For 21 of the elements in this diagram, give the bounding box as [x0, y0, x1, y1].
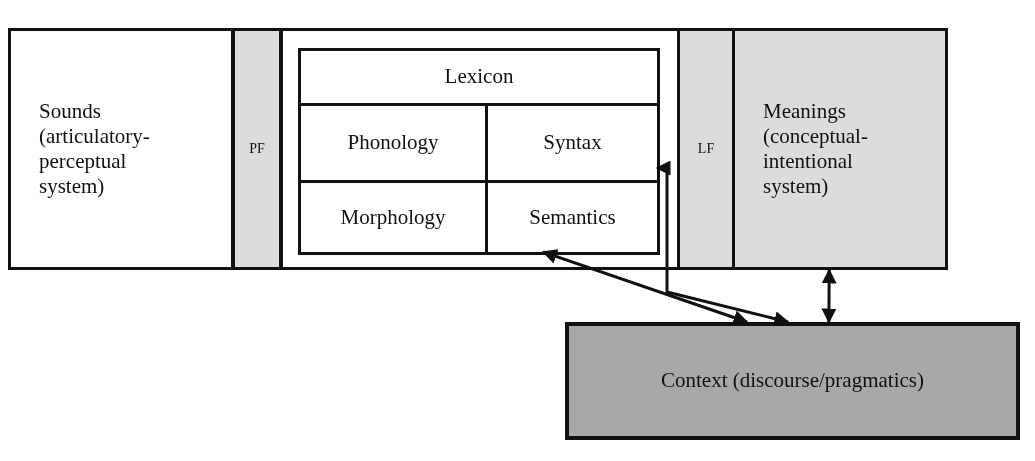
lf-band: [677, 28, 735, 270]
lexicon-cell: [298, 48, 660, 106]
node-label: Lexicon: [444, 64, 514, 90]
node-label: Meanings (conceptual-intentional system): [763, 98, 869, 200]
semantics-cell: [485, 180, 660, 255]
node-label: Sounds (articulatory-perceptual system): [39, 98, 151, 200]
grammar-panel: [280, 28, 680, 270]
double-arrow: [821, 268, 837, 324]
double-arrow: [541, 249, 749, 325]
node-label: Syntax: [543, 130, 602, 156]
interface-label: PF: [249, 140, 265, 158]
node-label: Semantics: [529, 204, 616, 231]
context-box: [565, 322, 1020, 440]
node-label: Phonology: [347, 130, 439, 156]
node-label: Context (discourse/pragmatics): [661, 368, 924, 394]
interface-label: LF: [697, 140, 715, 158]
node-label: Morphology: [340, 204, 446, 231]
sounds-box: [8, 28, 234, 270]
morphology-cell: [298, 180, 488, 255]
pf-band: [232, 28, 282, 270]
meanings-box: [732, 28, 948, 270]
